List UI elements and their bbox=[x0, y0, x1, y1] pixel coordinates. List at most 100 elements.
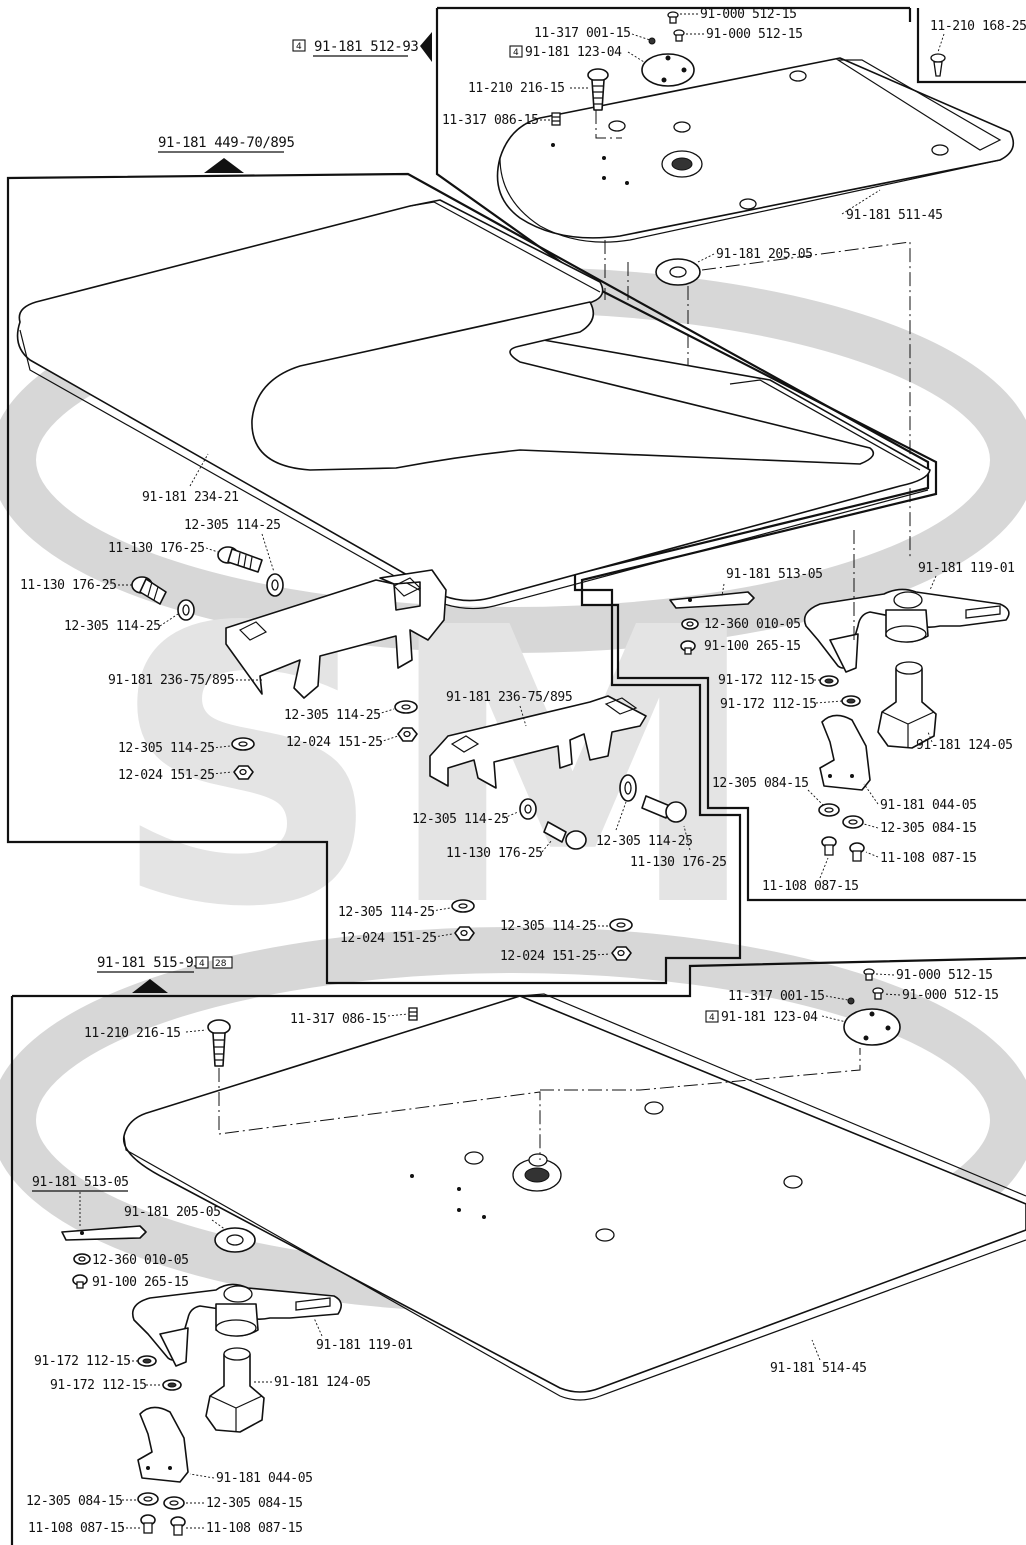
label-12-305-114-25: 12-305 114-25 bbox=[500, 919, 597, 934]
label-12-024-151-25: 12-024 151-25 bbox=[286, 735, 383, 750]
assembly-number-449-70: 91-181 449-70/895 bbox=[158, 135, 295, 151]
extension-table-group bbox=[16, 199, 931, 610]
header-top-left: 91-181 449-70/895 bbox=[158, 135, 295, 173]
label-11-210-216-15: 11-210 216-15 bbox=[468, 81, 565, 96]
label-91-181-513-05: 91-181 513-05 bbox=[32, 1175, 129, 1190]
box4-label: 4 bbox=[296, 42, 302, 52]
screw-icon bbox=[140, 1514, 156, 1534]
label-11-210-168-25: 11-210 168-25 bbox=[930, 19, 1026, 34]
label-91-181-119-01: 91-181 119-01 bbox=[918, 561, 1015, 576]
bottom-labels: 91-000 512-15 91-000 512-15 11-317 001-1… bbox=[26, 968, 999, 1536]
top-right-plate-group bbox=[496, 11, 1015, 560]
label-91-172-112-15: 91-172 112-15 bbox=[50, 1378, 147, 1393]
label-12-024-151-25: 12-024 151-25 bbox=[340, 931, 437, 946]
bottom-plate-group bbox=[61, 968, 1026, 1536]
label-91-181-124-05: 91-181 124-05 bbox=[274, 1375, 371, 1390]
label-91-000-512-15: 91-000 512-15 bbox=[706, 27, 803, 42]
spring-icon bbox=[551, 112, 561, 126]
label-12-305-114-25: 12-305 114-25 bbox=[596, 834, 693, 849]
throat-plate-511-45 bbox=[496, 57, 1015, 239]
left-labels: 91-181 234-21 12-305 114-25 11-130 176-2… bbox=[20, 453, 727, 964]
label-91-181-205-05: 91-181 205-05 bbox=[124, 1205, 221, 1220]
screw-icon bbox=[170, 1516, 186, 1536]
label-91-181-123-04: 91-181 123-04 bbox=[721, 1010, 818, 1025]
screw-icon bbox=[930, 53, 946, 77]
bolt-icon bbox=[587, 68, 609, 111]
label-11-317-086-15: 11-317 086-15 bbox=[442, 113, 539, 128]
label-11-317-001-15: 11-317 001-15 bbox=[534, 26, 631, 41]
bracket-044-05 bbox=[819, 714, 871, 791]
header-bottom: 91-181 515-93 4 28 bbox=[97, 955, 233, 993]
blade-513-05 bbox=[669, 591, 755, 609]
pointer-triangle-icon bbox=[420, 32, 432, 62]
label-12-305-114-25: 12-305 114-25 bbox=[118, 741, 215, 756]
label-91-100-265-15: 91-100 265-15 bbox=[704, 639, 801, 654]
label-12-305-114-25: 12-305 114-25 bbox=[338, 905, 435, 920]
table-cutout bbox=[251, 301, 875, 471]
label-11-130-176-25: 11-130 176-25 bbox=[630, 855, 727, 870]
label-12-305-084-15: 12-305 084-15 bbox=[880, 821, 977, 836]
right-mid-labels: 91-181 513-05 91-181 119-01 12-360 010-0… bbox=[704, 561, 1015, 894]
label-11-108-087-15: 11-108 087-15 bbox=[880, 851, 977, 866]
label-91-181-044-05: 91-181 044-05 bbox=[216, 1471, 313, 1486]
pin-icon bbox=[648, 37, 656, 45]
label-91-181-234-21: 91-181 234-21 bbox=[142, 490, 239, 505]
label-12-024-151-25: 12-024 151-25 bbox=[118, 768, 215, 783]
screw-icon bbox=[821, 836, 837, 856]
cap-screw-icon bbox=[217, 546, 263, 573]
box4-icon bbox=[292, 39, 306, 52]
label-91-000-512-15: 91-000 512-15 bbox=[896, 968, 993, 983]
label-12-305-114-25: 12-305 114-25 bbox=[284, 708, 381, 723]
screw-icon bbox=[872, 987, 884, 1000]
blade-513-05 bbox=[61, 1225, 147, 1241]
label-91-181-514-45: 91-181 514-45 bbox=[770, 1361, 867, 1376]
section-frames bbox=[6, 6, 1026, 1545]
label-11-108-087-15: 11-108 087-15 bbox=[28, 1521, 125, 1536]
label-91-181-123-04: 91-181 123-04 bbox=[525, 45, 622, 60]
pointer-triangle-icon bbox=[204, 158, 244, 173]
label-11-108-087-15: 11-108 087-15 bbox=[206, 1521, 303, 1536]
cap-screw-icon bbox=[543, 821, 587, 850]
label-11-317-086-15: 11-317 086-15 bbox=[290, 1012, 387, 1027]
plate-514-45 bbox=[122, 995, 1026, 1393]
cap-screw-icon bbox=[641, 795, 687, 823]
screw-icon bbox=[667, 11, 679, 24]
svg-text:4: 4 bbox=[513, 48, 519, 58]
header-top-right: 4 91-181 512-93 bbox=[292, 32, 432, 62]
label-91-181-511-45: 91-181 511-45 bbox=[846, 208, 943, 223]
label-91-181-236-75-895: 91-181 236-75/895 bbox=[108, 673, 234, 688]
label-91-000-512-15: 91-000 512-15 bbox=[700, 7, 797, 22]
label-91-172-112-15: 91-172 112-15 bbox=[718, 673, 815, 688]
spring-icon bbox=[408, 1007, 418, 1021]
pointer-triangle-icon bbox=[132, 979, 168, 993]
box28-icon bbox=[212, 956, 233, 969]
box4-icon bbox=[195, 956, 209, 969]
hex-post-124-05 bbox=[877, 667, 937, 749]
label-11-210-216-15: 11-210 216-15 bbox=[84, 1026, 181, 1041]
svg-text:28: 28 bbox=[215, 959, 227, 969]
label-11-130-176-25: 11-130 176-25 bbox=[446, 846, 543, 861]
label-12-305-084-15: 12-305 084-15 bbox=[206, 1496, 303, 1511]
screw-icon bbox=[863, 968, 875, 981]
screw-icon bbox=[849, 842, 865, 862]
label-12-024-151-25: 12-024 151-25 bbox=[500, 949, 597, 964]
label-12-305-114-25: 12-305 114-25 bbox=[412, 812, 509, 827]
right-mid-group bbox=[669, 530, 1010, 862]
plate-edge-strip bbox=[835, 59, 1002, 151]
label-91-181-119-01: 91-181 119-01 bbox=[316, 1338, 413, 1353]
label-91-100-265-15: 91-100 265-15 bbox=[92, 1275, 189, 1290]
fasteners-left bbox=[131, 546, 687, 961]
label-91-172-112-15: 91-172 112-15 bbox=[720, 697, 817, 712]
label-91-181-513-05: 91-181 513-05 bbox=[726, 567, 823, 582]
assembly-number-512-93: 91-181 512-93 bbox=[314, 39, 418, 55]
pin-icon bbox=[847, 997, 855, 1005]
top-right-labels: 91-000 512-15 91-000 512-15 11-317 001-1… bbox=[442, 7, 943, 263]
label-12-305-084-15: 12-305 084-15 bbox=[712, 776, 809, 791]
hex-post-124-05 bbox=[205, 1353, 265, 1433]
disk-123-04 bbox=[641, 53, 695, 87]
disk-123-04 bbox=[843, 1008, 901, 1046]
label-11-130-176-25: 11-130 176-25 bbox=[108, 541, 205, 556]
corner-part: 11-210 168-25 bbox=[930, 19, 1026, 77]
label-11-317-001-15: 11-317 001-15 bbox=[728, 989, 825, 1004]
